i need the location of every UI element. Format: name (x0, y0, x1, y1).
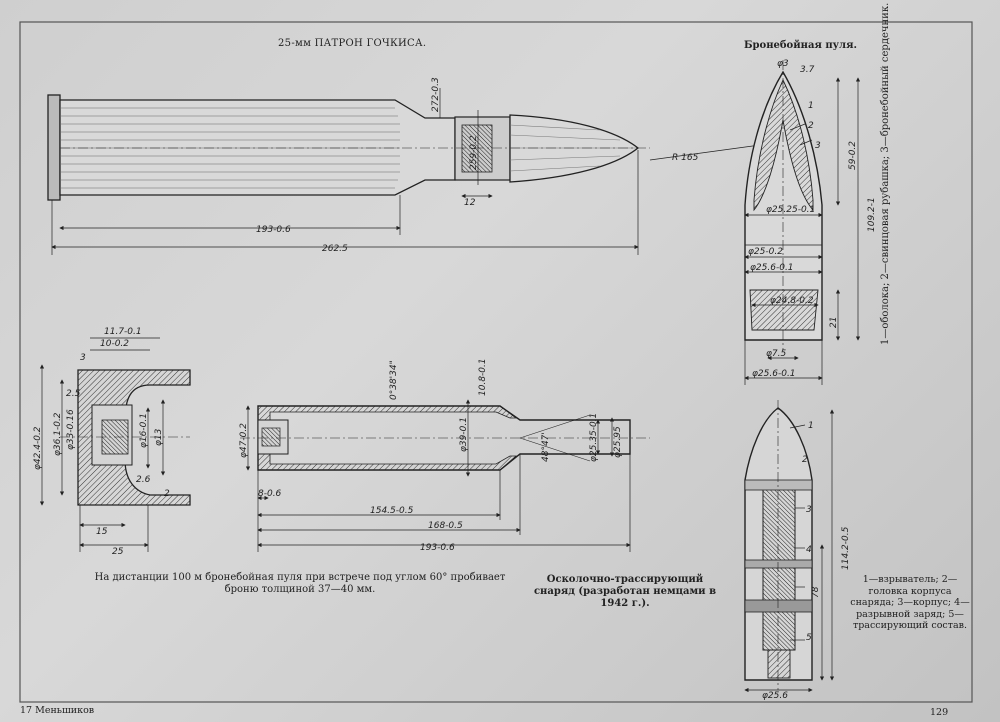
case-base-section (60, 369, 191, 506)
dim-ap-25-25: φ25.25-0.1 (766, 205, 815, 215)
dim-ap-7-5: φ7.5 (766, 349, 787, 359)
dim-193b: 193-0.6 (420, 543, 455, 553)
he-callout-1: 1 (808, 421, 814, 431)
he-tracer-shell-section (744, 400, 813, 690)
dim-13: φ13 (154, 428, 164, 446)
ap-callout-3: 3 (815, 141, 821, 151)
cartridge-dimension-lines (51, 88, 639, 255)
dim-25-95: φ25.95 (613, 426, 623, 458)
dim-36-1: φ36.1-0.2 (53, 412, 63, 456)
he-callout-3: 3 (806, 505, 812, 515)
penetration-note: На дистанции 100 м бронебойная пуля при … (94, 572, 506, 595)
dim-he-114-2: 114.2-0.5 (841, 526, 851, 570)
dim-2: 2 (164, 489, 170, 499)
dim-154-5: 154.5-0.5 (370, 506, 414, 516)
dim-16: φ16-0.1 (139, 413, 149, 448)
he-tracer-title: Осколочно-трассирующий снаряд (разработа… (533, 574, 717, 609)
he-callout-5: 5 (806, 633, 812, 643)
dim-10: 10-0.2 (100, 339, 129, 349)
he-dimension-lines (744, 409, 835, 693)
dimension-labels: 193-0.6 262.5 12 R 165 272-0.3 259-0.2 1… (33, 59, 877, 701)
dim-39: φ39-0.1 (459, 417, 469, 452)
dim-272: 272-0.3 (431, 77, 441, 112)
dim-ap-3-7: 3.7 (800, 65, 815, 75)
ap-callout-1: 1 (808, 101, 814, 111)
dim-ap-25-6: φ25.6-0.1 (750, 263, 794, 273)
cartridge-side-view (47, 94, 761, 201)
dim-ap-24-8: φ24.8-0.2 (770, 296, 814, 306)
dim-42-4: φ42.4-0.2 (33, 426, 43, 470)
dim-ap-25: φ25-0.2 (748, 247, 783, 257)
dim-25-35: φ25.35-0.1 (589, 413, 599, 462)
dim-12: 12 (464, 198, 476, 208)
dim-10-8: 10.8-0.1 (478, 358, 488, 396)
dim-15: 15 (96, 527, 108, 537)
ap-legend: 1—оболока; 2—свинцовая рубашка; 3—бронеб… (880, 2, 891, 345)
dim-angle: 0°38'34" (389, 360, 399, 400)
he-callout-4: 4 (806, 545, 812, 555)
ap-callout-2: 2 (808, 121, 814, 131)
dim-259: 259-0.2 (469, 135, 479, 170)
dim-262: 262.5 (322, 244, 348, 254)
ap-dimension-lines (744, 77, 861, 385)
dim-ap-3: φ3 (777, 59, 789, 69)
cartridge-title: 25-мм ПАТРОН ГОЧКИСА. (278, 38, 427, 49)
he-callout-2: 2 (802, 455, 808, 465)
case-dimension-lines (245, 399, 631, 552)
dim-8: 8-0.6 (258, 489, 282, 499)
dim-he-25-6: φ25.6 (762, 691, 788, 701)
dim-3: 3 (80, 353, 86, 363)
dim-47: φ47-0.2 (239, 423, 249, 458)
page-number: 129 (930, 707, 949, 718)
dim-2-6: 2.6 (136, 475, 151, 485)
dim-ap-109-2: 109.2-1 (867, 197, 877, 232)
dim-193: 193-0.6 (256, 225, 291, 235)
dim-ap-21: 21 (829, 317, 839, 328)
ap-bullet-title: Бронебойная пуля. (744, 40, 857, 51)
dim-ap-25-6b: φ25.6-0.1 (752, 369, 796, 379)
footer-signature: 17 Меньшиков (20, 705, 95, 716)
dim-ap-59: 59-0.2 (848, 141, 858, 170)
dim-r165: R 165 (672, 153, 699, 163)
base-dimension-lines (39, 337, 166, 552)
dim-48-47: 48°47' (541, 432, 551, 462)
dim-168: 168-0.5 (428, 521, 463, 531)
dim-he-78: 78 (811, 586, 821, 598)
drawing-frame (19, 21, 973, 703)
dim-11-7: 11.7-0.1 (104, 327, 142, 337)
he-legend: 1—взрыватель; 2—головка корпуса снаряда;… (850, 574, 970, 631)
dim-33: φ33-0.16 (66, 409, 76, 450)
dim-2-5: 2.5 (66, 389, 81, 399)
dim-25: 25 (112, 547, 124, 557)
